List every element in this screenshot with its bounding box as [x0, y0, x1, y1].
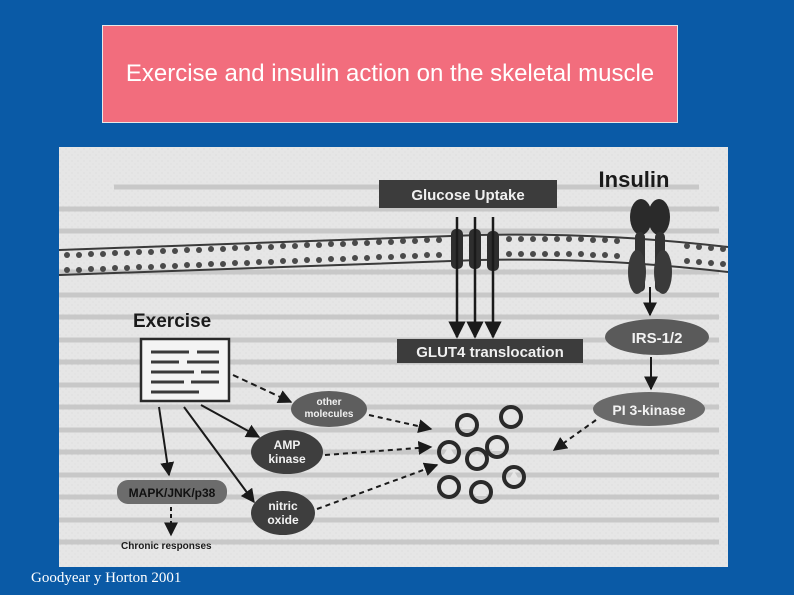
pi3k-label: PI 3-kinase [612, 402, 685, 418]
other-molecules-label-2: molecules [305, 409, 354, 420]
title-box: Exercise and insulin action on the skele… [102, 25, 678, 123]
uptake-arrows [448, 217, 502, 339]
insulin-label: Insulin [599, 167, 670, 192]
mapk-label: MAPK/JNK/p38 [129, 486, 216, 500]
glut4-translocation-box: GLUT4 translocation [397, 339, 583, 363]
glucose-uptake-label: Glucose Uptake [411, 187, 524, 204]
nitric-label-1: nitric [268, 499, 298, 513]
amp-kinase-node: AMP kinase [251, 430, 323, 474]
diagram-figure: Glucose Uptake Insulin Exercise [59, 147, 728, 567]
pi3k-node: PI 3-kinase [593, 392, 705, 426]
insulin-pathway-arrows [643, 287, 658, 391]
glut4-vesicle-centers [443, 411, 520, 496]
mapk-node: MAPK/JNK/p38 [117, 480, 227, 504]
exercise-icon [139, 337, 231, 403]
amp-label-2: kinase [268, 452, 306, 466]
glut4-vesicles [437, 405, 526, 504]
irs-label: IRS-1/2 [632, 330, 683, 347]
glucose-uptake-box: Glucose Uptake [379, 180, 557, 208]
glut4-label: GLUT4 translocation [416, 344, 564, 361]
insulin-receptor-icon [628, 199, 672, 294]
amp-label-1: AMP [274, 438, 301, 452]
nitric-oxide-node: nitric oxide [251, 491, 315, 535]
citation: Goodyear y Horton 2001 [31, 570, 182, 586]
exercise-pathway-arrows [158, 374, 439, 537]
pathway-diagram: Glucose Uptake Insulin Exercise [59, 147, 728, 567]
other-molecules-label-1: other [317, 397, 342, 408]
nitric-label-2: oxide [267, 513, 299, 527]
other-molecules-node: other molecules [291, 391, 367, 427]
cell-membrane [59, 233, 728, 276]
slide-title: Exercise and insulin action on the skele… [125, 60, 655, 87]
chronic-responses-label: Chronic responses [121, 541, 212, 552]
irs-node: IRS-1/2 [605, 319, 709, 355]
exercise-label: Exercise [133, 311, 211, 332]
